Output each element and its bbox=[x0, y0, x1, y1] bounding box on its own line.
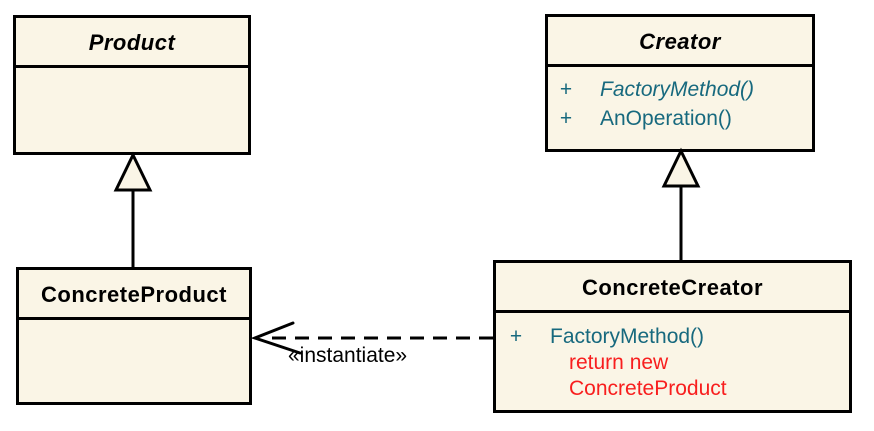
visibility-plus: + bbox=[559, 107, 573, 130]
class-creator-name: Creator bbox=[548, 17, 812, 67]
class-creator-body: + FactoryMethod() + AnOperation() bbox=[548, 67, 812, 133]
method-anoperation: + AnOperation() bbox=[558, 104, 812, 133]
pseudocode-note-line: return new bbox=[569, 351, 669, 374]
class-concrete-product: ConcreteProduct bbox=[16, 267, 252, 405]
class-product-name: Product bbox=[16, 18, 248, 68]
class-creator: Creator + FactoryMethod() + AnOperation(… bbox=[545, 14, 815, 152]
pseudocode-note-line: ConcreteProduct bbox=[569, 377, 727, 400]
class-product: Product bbox=[13, 15, 251, 155]
method-signature: FactoryMethod() bbox=[600, 78, 755, 101]
class-concrete-creator-name: ConcreteCreator bbox=[496, 263, 849, 313]
visibility-plus: + bbox=[559, 78, 573, 101]
generalization-concreteproduct-product bbox=[113, 151, 153, 267]
instantiate-label: «instantiate» bbox=[288, 344, 408, 367]
class-concrete-creator-body: + FactoryMethod() return new ConcretePro… bbox=[496, 313, 849, 402]
method-factorymethod-abstract: + FactoryMethod() bbox=[558, 75, 812, 104]
method-signature: FactoryMethod() bbox=[550, 325, 705, 348]
visibility-plus: + bbox=[509, 325, 523, 348]
generalization-concretecreator-creator bbox=[661, 147, 701, 260]
method-signature: AnOperation() bbox=[600, 107, 732, 130]
class-concrete-product-name: ConcreteProduct bbox=[19, 270, 249, 320]
class-concrete-creator: ConcreteCreator + FactoryMethod() return… bbox=[493, 260, 852, 413]
method-factorymethod: + FactoryMethod() bbox=[508, 324, 849, 350]
